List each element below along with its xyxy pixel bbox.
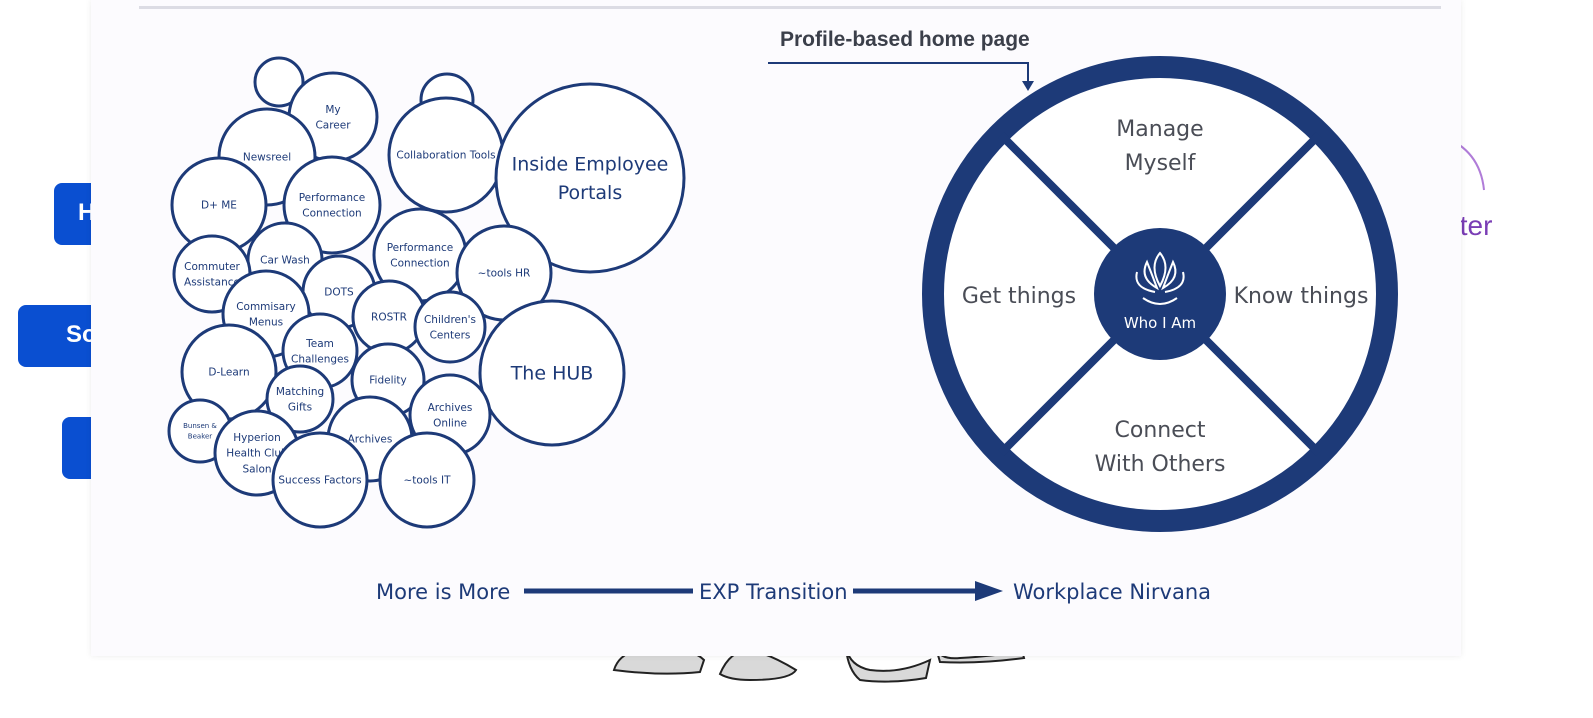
bubble-label: The HUB	[510, 363, 594, 385]
wheel-bottom-line-1: Connect	[1115, 418, 1206, 443]
bubble-label: D-Learn	[208, 367, 249, 379]
bubble-label: ROSTR	[371, 312, 407, 324]
wheel-top-line-1: Manage	[1116, 117, 1203, 142]
transition-timeline: More is More EXP Transition Workplace Ni…	[376, 580, 1211, 604]
bubble-label: Success Factors	[278, 475, 361, 487]
bubble-label: ~tools IT	[404, 475, 452, 487]
bubble-label: Connection	[390, 258, 449, 270]
bubble-tools-it[interactable]: ~tools IT	[378, 431, 476, 529]
bubble-label: Inside Employee	[512, 153, 669, 175]
bubble-label: Assistance	[184, 277, 240, 289]
bubble-label: ~tools HR	[478, 268, 531, 280]
bubble-label: Archives	[428, 402, 473, 414]
bubble-label: Menus	[249, 317, 283, 329]
bubble-label: Performance	[387, 242, 454, 254]
bubble-label: Hyperion	[233, 432, 281, 444]
bubble-success-factors[interactable]: Success Factors	[271, 431, 369, 529]
bubble-label: Health Club	[226, 448, 288, 460]
bubble-label: Beaker	[188, 433, 213, 441]
wheel-center-label: Who I Am	[1124, 314, 1196, 332]
timeline-middle-label: EXP Transition	[699, 580, 848, 604]
bubble-label: Team	[305, 338, 334, 350]
bubble-label: Matching	[276, 386, 324, 398]
bubble-label: Centers	[430, 330, 471, 342]
timeline-arrowhead	[975, 581, 1003, 601]
profile-caption: Profile-based home page	[780, 28, 1030, 51]
wheel-right-label: Know things	[1234, 284, 1369, 309]
bubble-label: Commuter	[184, 261, 240, 273]
bubble-label: Connection	[302, 208, 361, 220]
bubble-label: Bunsen &	[183, 422, 217, 430]
bubble-collaboration-tools[interactable]: Collaboration Tools	[387, 96, 505, 214]
bubble-label: Children's	[424, 314, 476, 326]
bubble-the-hub[interactable]: The HUB	[478, 299, 626, 447]
bubble-label: Salon	[242, 463, 271, 475]
bubble-label: D+ ME	[201, 200, 237, 212]
bubble-label: Portals	[558, 182, 623, 204]
bubble-top-small-1[interactable]	[253, 56, 305, 108]
bubble-label: Fidelity	[369, 375, 406, 387]
caption-pointer-arrow	[768, 62, 1034, 91]
timeline-end-label: Workplace Nirvana	[1013, 580, 1211, 604]
timeline-start-label: More is More	[376, 580, 510, 604]
bubble-label: Performance	[299, 192, 366, 204]
bubble-label: Online	[433, 418, 467, 430]
bubble-label: Challenges	[291, 354, 349, 366]
bubble-rostr[interactable]: ROSTR	[351, 279, 427, 355]
bubble-label: My	[325, 104, 340, 116]
wheel-bottom-line-2: With Others	[1095, 452, 1226, 477]
wheel-left-label: Get things	[962, 284, 1076, 309]
bubble-label: Commisary	[236, 301, 296, 313]
bubble-label: Career	[315, 120, 351, 132]
bubble-label: Newsreel	[243, 152, 291, 164]
profile-wheel: Who I Am Manage Myself Get things Know t…	[922, 56, 1398, 532]
bubble-label: Car Wash	[260, 255, 310, 267]
bubble-label: DOTS	[324, 287, 354, 299]
slide-top-rule	[139, 6, 1441, 9]
wheel-top-line-2: Myself	[1125, 151, 1197, 176]
bubble-label: Collaboration Tools	[396, 150, 495, 162]
bubble-label: Gifts	[288, 402, 312, 414]
bubble-d-plus-me[interactable]: D+ ME	[170, 156, 268, 254]
lotus-icon	[1135, 251, 1185, 305]
wheel-center[interactable]	[1094, 228, 1226, 360]
bubble-label: Archives	[348, 434, 393, 446]
